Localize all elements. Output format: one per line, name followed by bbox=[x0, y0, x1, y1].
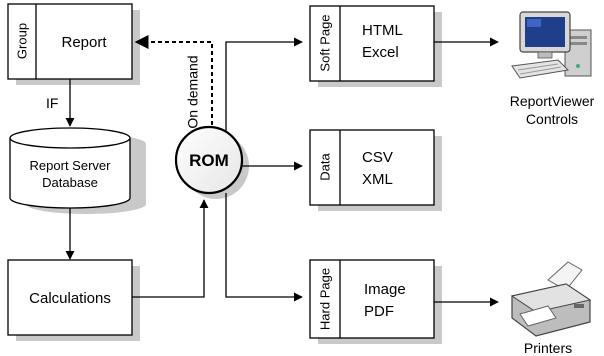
hard-page-line2: PDF bbox=[364, 303, 394, 320]
calculations-to-rom-arrow bbox=[132, 199, 209, 298]
database-label-line1: Report Server bbox=[30, 158, 112, 173]
calculations-box: Calculations bbox=[7, 259, 140, 341]
data-side-label: Data bbox=[317, 153, 332, 181]
soft-page-side-label: Soft Page bbox=[317, 14, 332, 71]
report-server-database: Report Server Database bbox=[9, 127, 146, 214]
soft-page-line1: HTML bbox=[362, 22, 403, 39]
rom-to-soft-page-arrow bbox=[225, 37, 303, 131]
on-demand-arrow bbox=[134, 35, 213, 132]
printer-icon bbox=[510, 261, 592, 337]
rom-to-hard-page-arrow bbox=[225, 193, 303, 302]
hard-page-side-label: Hard Page bbox=[317, 268, 332, 330]
report-label: Report bbox=[61, 34, 107, 51]
hard-page-box: Hard Page Image PDF bbox=[309, 259, 442, 344]
printers-label: Printers bbox=[524, 340, 572, 356]
calculations-label: Calculations bbox=[29, 290, 111, 307]
data-line1: CSV bbox=[362, 149, 393, 166]
rom-label: ROM bbox=[189, 151, 229, 170]
on-demand-label: On demand bbox=[185, 55, 201, 128]
soft-page-box: Soft Page HTML Excel bbox=[309, 5, 442, 87]
viewer-label-line2: Controls bbox=[526, 111, 578, 127]
viewer-label-line1: ReportViewer bbox=[510, 93, 595, 109]
computer-icon bbox=[511, 11, 592, 79]
data-line2: XML bbox=[362, 171, 393, 188]
rom-node: ROM bbox=[174, 125, 249, 199]
hard-page-line1: Image bbox=[364, 281, 406, 298]
data-box: Data CSV XML bbox=[309, 129, 442, 211]
report-box: Group Report bbox=[7, 3, 140, 85]
database-label-line2: Database bbox=[42, 175, 98, 190]
soft-page-line2: Excel bbox=[362, 44, 399, 61]
if-label: IF bbox=[46, 95, 58, 111]
report-group-label: Group bbox=[14, 23, 29, 59]
